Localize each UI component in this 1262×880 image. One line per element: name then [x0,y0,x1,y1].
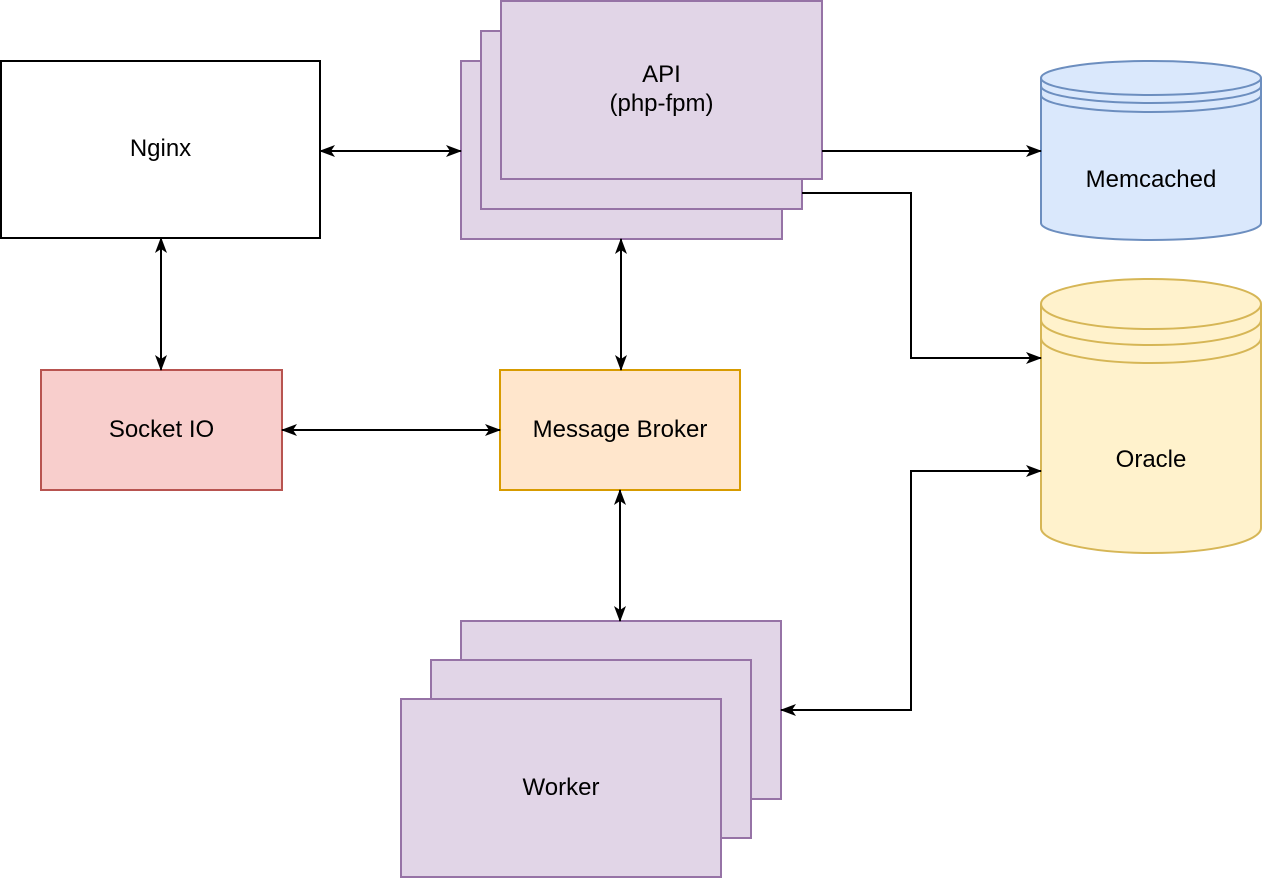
memcached-cylinder [1040,60,1262,241]
memcached-cylinder-top-arc [1040,77,1262,96]
api-node-stack [460,0,823,240]
worker-node-instance-front [400,698,722,878]
api-node-instance-front [500,0,823,180]
memcached-cylinder-ring-arc-1 [1040,85,1262,104]
oracle-cylinder-top-arc [1040,303,1262,330]
oracle-cylinder-ring-arc-2 [1040,337,1262,364]
memcached-cylinder-ring-arc-2 [1040,94,1262,113]
edge-api-oracle [802,192,1042,364]
memcached-cylinder-body [1040,60,1262,241]
edge-worker-oracle [780,465,1042,716]
message-broker-node [499,369,741,491]
oracle-cylinder [1040,278,1262,554]
oracle-cylinder-ring-arc-1 [1040,319,1262,346]
oracle-cylinder-body [1040,278,1262,554]
nginx-node [0,60,321,239]
worker-node-stack [400,620,782,878]
connectors [155,145,1042,716]
socket-io-node [40,369,283,491]
